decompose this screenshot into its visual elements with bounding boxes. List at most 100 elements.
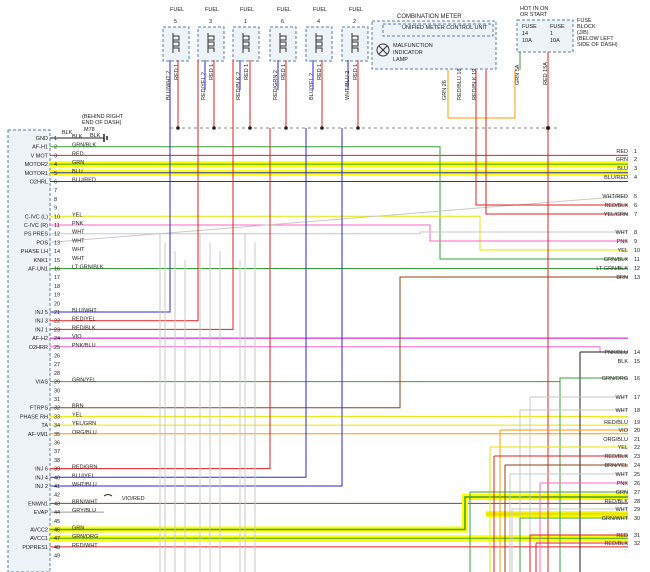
ecm-pin-number: 49	[54, 554, 60, 560]
ecm-wire-label: BLU	[72, 169, 83, 175]
ecm-pin-number: 7	[54, 188, 57, 194]
ecm-pin-number: 9	[54, 206, 57, 212]
ecm-pin-number: 43	[54, 501, 60, 507]
ecm-pin-label: C-IVC (R)	[24, 223, 48, 229]
combination-meter: COMBINATION METER UNIFIED METER CONTROL …	[371, 14, 497, 70]
ecm-pin-number: 47	[54, 536, 60, 542]
ecm-pin-number: 6	[54, 180, 57, 186]
ecm-pin-label: INJ 1	[35, 327, 48, 333]
ecm-pin-number: 26	[54, 354, 60, 360]
ecm-pin-number: 21	[54, 310, 60, 316]
ecm-pin-label: AF-H1	[32, 145, 48, 151]
wire-inj6	[50, 128, 271, 470]
fuse-pin-label: RED 15A	[543, 62, 549, 85]
right-wire-label: RED/BLK	[604, 499, 628, 505]
right-pin-number: 16	[634, 376, 640, 382]
ecm-pin-label: V MOT	[31, 153, 49, 159]
right-pin-number: 10	[634, 248, 640, 254]
right-pin-number: 15	[634, 359, 640, 365]
injector-pin-label: RED 1	[353, 64, 359, 80]
meter-pin-label: RED/BLU 18	[457, 69, 463, 101]
ecm-pin-number: 17	[54, 275, 60, 281]
right-pin-number: 17	[634, 395, 640, 401]
right-wire-label: BLU/RED	[604, 175, 628, 181]
injector-title: FUEL	[313, 7, 327, 13]
right-wire-label: WHT	[615, 230, 628, 236]
ecm-pin-label: INJ 3	[35, 319, 48, 325]
ecm-body	[7, 129, 51, 572]
ecm-wire-label: BRN/WHT	[72, 499, 98, 505]
coil-icon	[351, 33, 359, 53]
ecm-pin-label: C-IVC (L)	[25, 214, 48, 220]
coil-icon	[315, 33, 323, 53]
ecm-pin-number: 44	[54, 510, 60, 516]
ecm-pin-number: 23	[54, 327, 60, 333]
ecm-pin-number: 46	[54, 528, 60, 534]
ecm-pin-label: PHASE RH	[20, 414, 48, 420]
right-pin-number: 14	[634, 350, 640, 356]
ecm-pin-label: AVCC2	[30, 528, 48, 534]
wire-civc-l	[50, 215, 628, 251]
injector-box	[197, 26, 225, 62]
ecm-pin-number: 22	[54, 319, 60, 325]
ecm-pin-label: TA	[41, 423, 48, 429]
ecm-pin-label: AVCC1	[30, 536, 48, 542]
ecm-pin-number: 20	[54, 301, 60, 307]
right-pin-number: 9	[634, 239, 637, 245]
ecm-pin-number: 3	[54, 153, 57, 159]
wire-meter-grn	[447, 70, 516, 119]
right-pin-number: 25	[634, 472, 640, 478]
ecm-pin-number: 27	[54, 362, 60, 368]
injector-pin-label: RED 1	[174, 64, 180, 80]
fuseblock-title5: SIDE OF DASH)	[577, 42, 618, 48]
ecm-pin-number: 12	[54, 232, 60, 238]
right-pin-number: 5	[634, 194, 637, 200]
injector-box	[162, 26, 190, 62]
ecm-wire-label: PNK/BLU	[72, 343, 96, 349]
right-pin-number: 23	[634, 454, 640, 460]
fuseblock-title1: FUSE	[577, 18, 592, 24]
ground-wire1: BLK	[62, 130, 73, 136]
vio-red-label: VIO/RED	[122, 496, 145, 502]
injector-title: FUEL	[277, 7, 291, 13]
ecm-pin-number: 5	[54, 171, 57, 177]
injector-pin-label: RED 1	[317, 64, 323, 80]
ecm-pin-label: O2HRR	[29, 345, 48, 351]
ecm-pin-number: 48	[54, 545, 60, 551]
injector-pin-label: BLU/WHT 2	[166, 71, 172, 100]
injector-number: 6	[281, 19, 284, 25]
ecm-wire-label: GRN/BLK	[72, 143, 96, 149]
coil-icon	[172, 33, 180, 53]
fuse-pin-label: GRN 5A	[515, 64, 521, 85]
ecm-pin-label: INJ 4	[35, 475, 48, 481]
right-wire-label: PNK	[617, 239, 629, 245]
ecm-pin-label: AF-UN1	[28, 267, 48, 273]
fuse14-amp: 10A	[522, 38, 532, 44]
right-pin-number: 26	[634, 481, 640, 487]
ground-conn: M78	[84, 127, 95, 133]
ecm-pin-number: 42	[54, 493, 60, 499]
injector-box	[305, 26, 333, 62]
injector-pin-label: RED 1	[209, 64, 215, 80]
injector-number: 1	[244, 19, 247, 25]
ecm-pin-label: INJ 6	[35, 467, 48, 473]
ecm-pin-number: 28	[54, 371, 60, 377]
wire-inj3	[50, 60, 199, 322]
right-wire-label: VIO	[619, 428, 629, 434]
right-pin-number: 7	[634, 212, 637, 218]
wire-inj1	[50, 60, 234, 330]
ecm-wire-label: YEL	[72, 412, 82, 418]
right-pin-number: 24	[634, 463, 640, 469]
ecm-pin-label: EVAP	[34, 510, 49, 516]
right-wire-label: RED/BLU	[604, 420, 628, 426]
lamp-line2: INDICATOR	[393, 50, 423, 56]
wire-pos-hidden	[49, 195, 629, 243]
wire-inj2	[50, 128, 343, 487]
ecm-pin-number: 34	[54, 423, 60, 429]
splice-dot	[356, 126, 360, 130]
meter-pin-label: RED/BLK 19	[472, 69, 478, 100]
injector-pin-label: BLU/YEL 2	[309, 73, 315, 100]
ground-note2: END OF DASH)	[82, 120, 122, 126]
injector-pin-label: RED/GRN 2	[273, 70, 279, 100]
